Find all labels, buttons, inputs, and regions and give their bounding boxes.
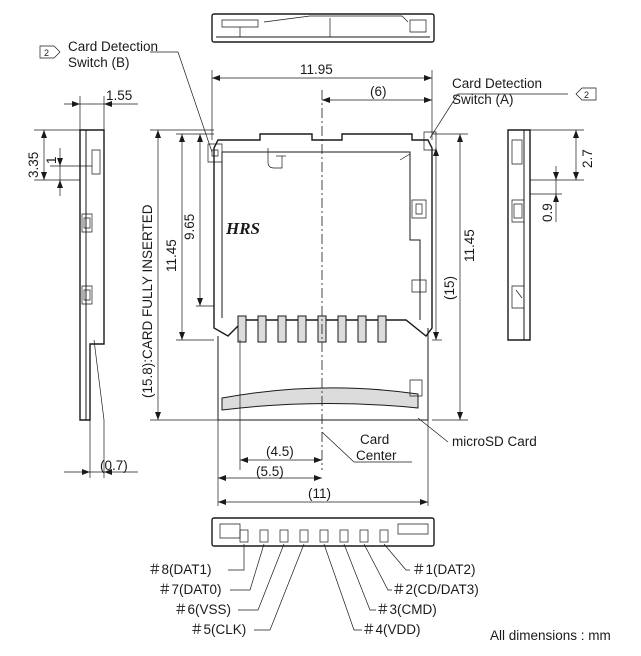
dim-side-height: 3.35	[26, 152, 41, 178]
callout-leaders	[150, 51, 568, 631]
bottom-contact-view	[211, 517, 435, 547]
dim-right-top: 2.7	[580, 149, 595, 168]
pin-label-7: ＃7(DAT0)	[158, 582, 222, 597]
switch-b-line2: Switch (B)	[68, 55, 130, 70]
right-side-view	[507, 129, 531, 341]
pin-labels: ＃8(DAT1) ＃7(DAT0) ＃6(VSS) ＃5(CLK) ＃1(DAT…	[148, 562, 479, 637]
pin-label-5: ＃5(CLK)	[190, 622, 246, 637]
dim-right-gap: 0.9	[540, 203, 555, 222]
top-edge-view	[211, 13, 435, 43]
switch-b-line1: Card Detection	[68, 39, 158, 54]
dim-right-extra: (15)	[442, 276, 457, 300]
dim-side-small: 1	[44, 156, 59, 164]
dim-side-width: 1.55	[106, 88, 132, 103]
switch-a-tag-number: 2	[584, 90, 589, 100]
pin-label-6: ＃6(VSS)	[174, 602, 231, 617]
units-note: All dimensions : mm	[490, 628, 611, 643]
microsd-card-outline	[217, 328, 429, 421]
dimension-lines	[34, 70, 584, 506]
dim-right-length: 11.45	[462, 229, 477, 262]
pin-label-8: ＃8(DAT1)	[148, 562, 212, 577]
pin-label-4: ＃4(VDD)	[362, 622, 421, 637]
dim-top-half: (6)	[370, 84, 387, 99]
dimension-labels: 11.95 (6) 1.55 3.35 1 (15.8):CARD FULLY …	[26, 62, 595, 501]
pin-label-1: ＃1(DAT2)	[412, 562, 476, 577]
card-center-line1: Card	[360, 432, 389, 447]
dim-top-width: 11.95	[300, 62, 333, 77]
switch-a-line1: Card Detection	[452, 76, 542, 91]
dim-bottom-thickness: (0.7)	[100, 458, 128, 473]
pin-label-2: ＃2(CD/DAT3)	[392, 582, 479, 597]
dim-inner-length: 9.65	[182, 214, 197, 240]
dim-half-inner: (4.5)	[266, 444, 294, 459]
hrs-logo-text: HRS	[225, 219, 260, 238]
switch-b-tag: 2	[39, 45, 61, 59]
switch-a-line2: Switch (A)	[452, 92, 514, 107]
pin-label-3: ＃3(CMD)	[376, 602, 437, 617]
card-center-line2: Center	[356, 448, 397, 463]
main-body-view: HRS	[207, 90, 437, 470]
callout-labels: Card Detection Switch (B) Card Detection…	[68, 39, 542, 463]
dim-body-length: 11.45	[164, 239, 179, 272]
dim-card-inserted: (15.8):CARD FULLY INSERTED	[140, 204, 155, 398]
dim-half-outer: (5.5)	[256, 464, 284, 479]
left-side-view	[79, 129, 105, 421]
dim-card-width: (11)	[308, 486, 331, 501]
microsd-card-label: microSD Card	[452, 434, 537, 449]
switch-a-tag: 2	[575, 87, 597, 101]
switch-b-tag-number: 2	[44, 48, 49, 58]
